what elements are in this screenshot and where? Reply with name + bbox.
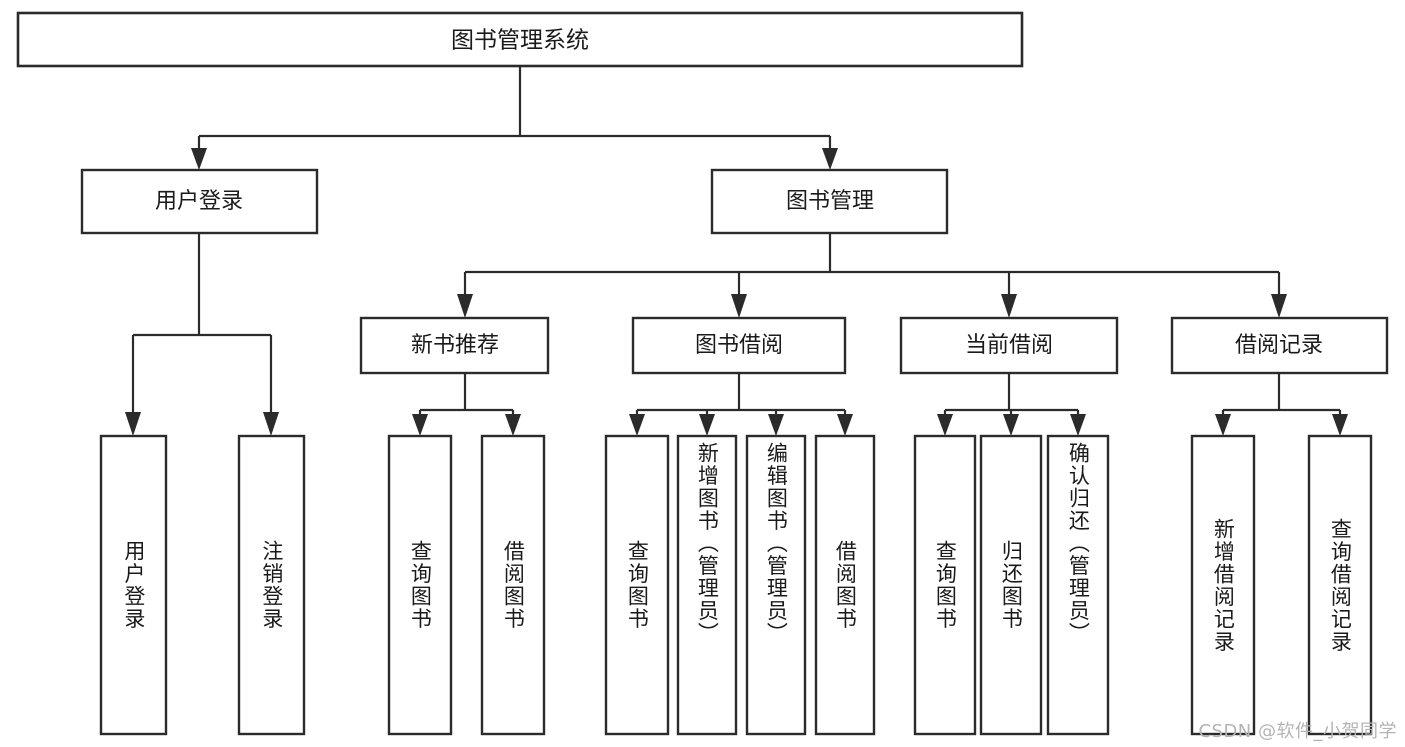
node-layer: 图书管理系统 用户登录 图书管理 新书推荐 图书借阅 当前 [16, 11, 1389, 736]
leaf-box-query-book-current[interactable] [913, 434, 977, 736]
arrowhead-book-manage [822, 148, 838, 170]
node-new-book-recommend[interactable]: 新书推荐 [359, 316, 550, 375]
node-book-management-label: 图书管理 [786, 189, 874, 214]
arrowhead-leaf-query-book-2 [629, 414, 645, 436]
leaf-box-return-book[interactable] [979, 434, 1043, 736]
watermark-text: CSDN @软件_小贺同学 [1198, 721, 1397, 742]
arrowhead-new-book-recommend [457, 294, 473, 318]
arrowhead-leaf-confirm-return [1070, 414, 1086, 436]
node-user-login[interactable]: 用户登录 [80, 168, 319, 235]
leaf-box-borrow-book-recommend[interactable] [480, 434, 546, 736]
arrowhead-leaf-add-book [699, 414, 715, 436]
arrowhead-leaf-logout [263, 412, 279, 436]
node-current-borrow[interactable]: 当前借阅 [899, 316, 1119, 375]
leaf-box-user-login[interactable] [99, 434, 168, 736]
node-book-management[interactable]: 图书管理 [710, 168, 949, 235]
arrowhead-leaf-add-record [1215, 414, 1231, 436]
leaf-box-query-book-recommend[interactable] [387, 434, 453, 736]
arrowhead-current-borrow [1001, 294, 1017, 318]
node-borrow-record[interactable]: 借阅记录 [1170, 316, 1389, 375]
leaf-box-query-borrow-record[interactable] [1307, 434, 1373, 736]
arrowhead-user-login [191, 148, 207, 170]
arrowhead-leaf-query-book-3 [937, 414, 953, 436]
arrowhead-leaf-user-login [125, 412, 141, 436]
node-current-borrow-label: 当前借阅 [965, 333, 1053, 358]
leaf-box-logout[interactable] [237, 434, 306, 736]
arrowhead-leaf-query-book-1 [412, 414, 428, 436]
arrowhead-leaf-borrow-book-2 [837, 414, 853, 436]
arrowhead-leaf-borrow-book-1 [505, 414, 521, 436]
leaf-box-add-borrow-record[interactable] [1190, 434, 1256, 736]
leaf-box-query-book-borrow[interactable] [604, 434, 670, 736]
node-user-login-label: 用户登录 [155, 189, 243, 214]
node-new-book-recommend-label: 新书推荐 [411, 333, 499, 358]
node-borrow-record-label: 借阅记录 [1235, 333, 1323, 358]
arrowhead-leaf-query-record [1332, 414, 1348, 436]
leaf-box-confirm-return[interactable] [1046, 434, 1110, 736]
arrowhead-leaf-edit-book [768, 414, 784, 436]
arrowhead-leaf-return-book [1003, 414, 1019, 436]
leaf-box-edit-book[interactable] [745, 434, 807, 736]
node-root-book-management-system[interactable]: 图书管理系统 [16, 11, 1024, 68]
node-book-borrow[interactable]: 图书借阅 [631, 316, 847, 375]
arrowhead-borrow-record [1271, 294, 1287, 318]
node-book-borrow-label: 图书借阅 [695, 333, 783, 358]
leaf-box-add-book[interactable] [676, 434, 738, 736]
arrowhead-book-borrow [731, 294, 747, 318]
connector-layer [125, 66, 1348, 436]
node-root-label: 图书管理系统 [451, 28, 589, 54]
leaf-box-borrow-book[interactable] [814, 434, 876, 736]
